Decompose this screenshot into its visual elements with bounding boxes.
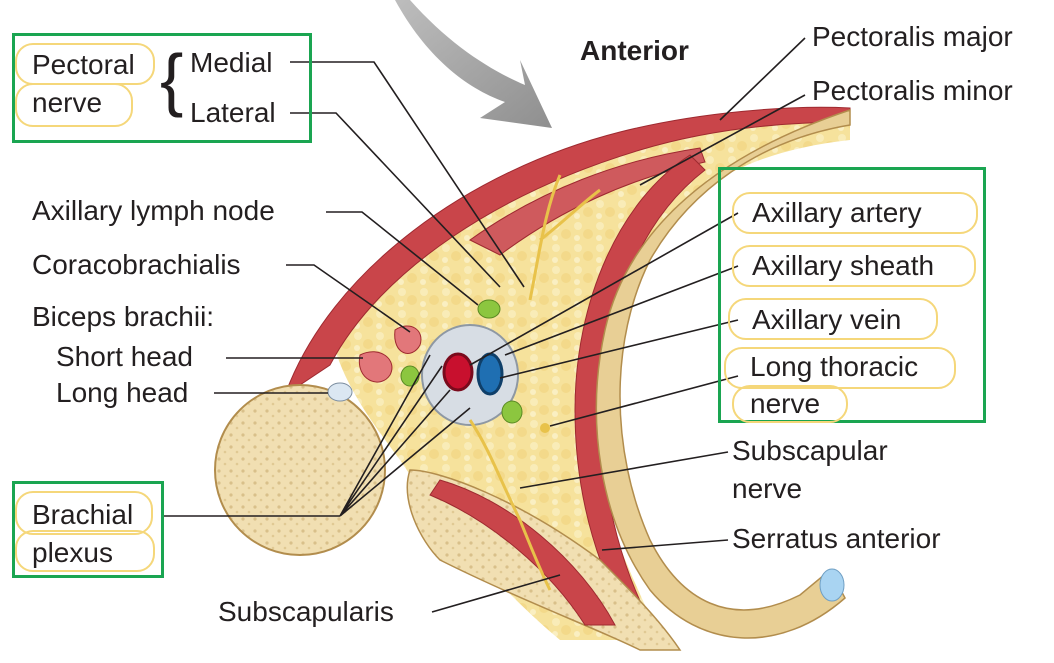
pectoralis-major-muscle xyxy=(284,106,851,397)
lateral-label: Lateral xyxy=(190,97,276,128)
pectoral-nerve-fibers xyxy=(528,174,601,301)
biceps-long-head-tendon xyxy=(327,382,353,402)
long-thoracic-nerve-label: nerve xyxy=(750,388,821,419)
anterior-label: Anterior xyxy=(580,35,689,66)
pectoralis-major-label: Pectoralis major xyxy=(812,21,1013,52)
highlight-plexus xyxy=(15,530,155,572)
axillary-structures-box xyxy=(718,167,986,423)
leader-subscapular xyxy=(519,451,729,489)
highlight-axillary-artery xyxy=(732,192,978,234)
subscapular-label: Subscapular xyxy=(732,435,888,466)
lymph-node-right xyxy=(501,400,523,424)
brachial-label: Brachial xyxy=(32,499,134,530)
pectoral-nerve-box xyxy=(12,33,312,143)
view-direction-arrow xyxy=(395,0,552,128)
axillary-lymph-node-label: Axillary lymph node xyxy=(32,195,275,226)
leader-axillary-artery xyxy=(469,212,739,366)
leader-lymph-node xyxy=(326,211,479,306)
nerve-label: nerve xyxy=(32,87,103,118)
coracobrachialis-muscle xyxy=(394,325,422,354)
highlight-axillary-vein xyxy=(728,298,938,340)
subscapular-nerve-fibers xyxy=(468,419,552,591)
rib-cartilage xyxy=(819,568,845,602)
subscapularis-label: Subscapularis xyxy=(218,596,394,627)
leader-axillary-sheath xyxy=(504,265,739,356)
biceps-brachii-label: Biceps brachii: xyxy=(32,301,215,332)
subscapular-nerve-label: nerve xyxy=(732,473,803,504)
rib-bone xyxy=(595,108,851,639)
long-head-label: Long head xyxy=(56,377,189,408)
medial-label: Medial xyxy=(190,47,273,78)
leader-serratus xyxy=(601,539,729,551)
leader-medial-pectoral xyxy=(290,61,525,288)
highlight-axillary-sheath xyxy=(732,245,976,287)
leader-axillary-vein xyxy=(499,319,739,379)
leader-long-thoracic xyxy=(549,375,739,427)
humerus-head xyxy=(214,384,386,556)
leader-brachial-plexus xyxy=(164,354,471,517)
leader-pectoralis-major xyxy=(719,37,806,121)
axillary-artery-label: Axillary artery xyxy=(752,197,922,228)
plexus-label: plexus xyxy=(32,537,113,568)
pectoralis-minor-label: Pectoralis minor xyxy=(812,75,1013,106)
lymph-node-upper xyxy=(477,299,501,319)
pectoral-brace: { xyxy=(160,40,184,118)
brachial-plexus-box xyxy=(12,481,164,578)
serratus-anterior-label: Serratus anterior xyxy=(732,523,941,554)
subscapularis-muscle xyxy=(429,479,616,626)
leader-pectoralis-minor xyxy=(639,94,806,186)
long-thoracic-nerve-dot xyxy=(540,423,550,433)
biceps-short-head-muscle xyxy=(358,351,393,383)
highlight-brachial xyxy=(15,491,153,535)
highlight-long-thoracic-nerve xyxy=(732,385,848,423)
short-head-label: Short head xyxy=(56,341,193,372)
axillary-artery-vessel xyxy=(442,352,474,392)
coracobrachialis-label: Coracobrachialis xyxy=(32,249,241,280)
leader-coracobrachialis xyxy=(286,264,411,333)
lymph-node-left xyxy=(400,365,420,387)
long-thoracic-label: Long thoracic xyxy=(750,351,919,382)
axillary-vein-vessel xyxy=(476,352,504,396)
leader-lateral-pectoral xyxy=(290,112,501,288)
axillary-vein-label: Axillary vein xyxy=(752,304,902,335)
pectoral-label: Pectoral xyxy=(32,49,135,80)
leader-subscapularis xyxy=(431,574,561,613)
axillary-sheath-label: Axillary sheath xyxy=(752,250,935,281)
highlight-nerve xyxy=(15,83,133,127)
